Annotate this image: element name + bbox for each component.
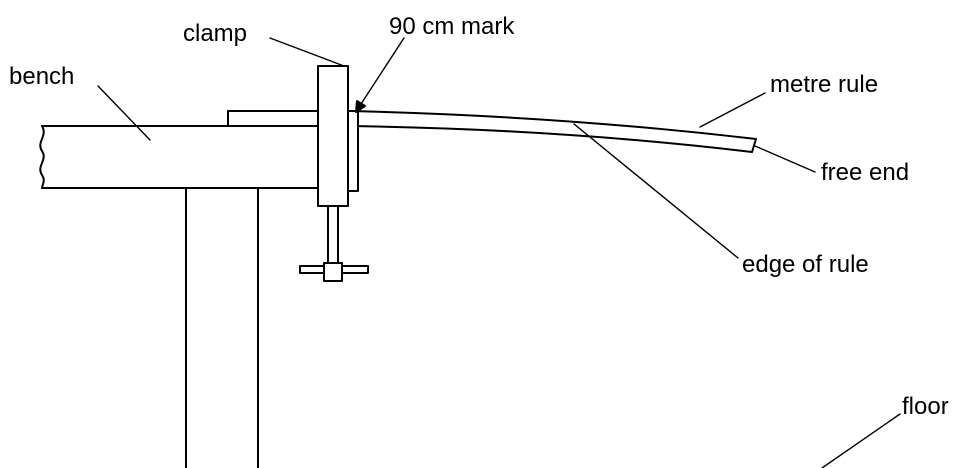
mark-leader xyxy=(360,37,405,105)
clamp-handle-knob xyxy=(323,262,343,282)
mark-label: 90 cm mark xyxy=(389,13,515,40)
floor-label: floor xyxy=(902,393,949,420)
bench-leader xyxy=(97,85,151,141)
clamp-leader xyxy=(269,37,345,67)
leader-lines xyxy=(97,37,901,468)
edge-of-rule-leader xyxy=(573,123,739,259)
bench-label: bench xyxy=(9,63,74,90)
floor-leader xyxy=(821,413,901,468)
free-end-leader xyxy=(754,145,816,173)
clamp-label: clamp xyxy=(183,20,247,47)
edge-of-rule-label: edge of rule xyxy=(742,251,869,278)
clamp-back-plate xyxy=(347,110,359,192)
mark-arrowhead xyxy=(355,100,366,113)
metre-rule xyxy=(227,110,757,153)
bench-leg xyxy=(185,187,259,468)
metre-rule-label: metre rule xyxy=(770,71,878,98)
free-end-label: free end xyxy=(821,159,909,186)
clamp-body xyxy=(317,65,349,207)
bench-top xyxy=(39,125,319,189)
bench-break-edge xyxy=(39,125,45,189)
metre-rule-leader xyxy=(699,92,766,128)
clamp xyxy=(299,65,369,282)
